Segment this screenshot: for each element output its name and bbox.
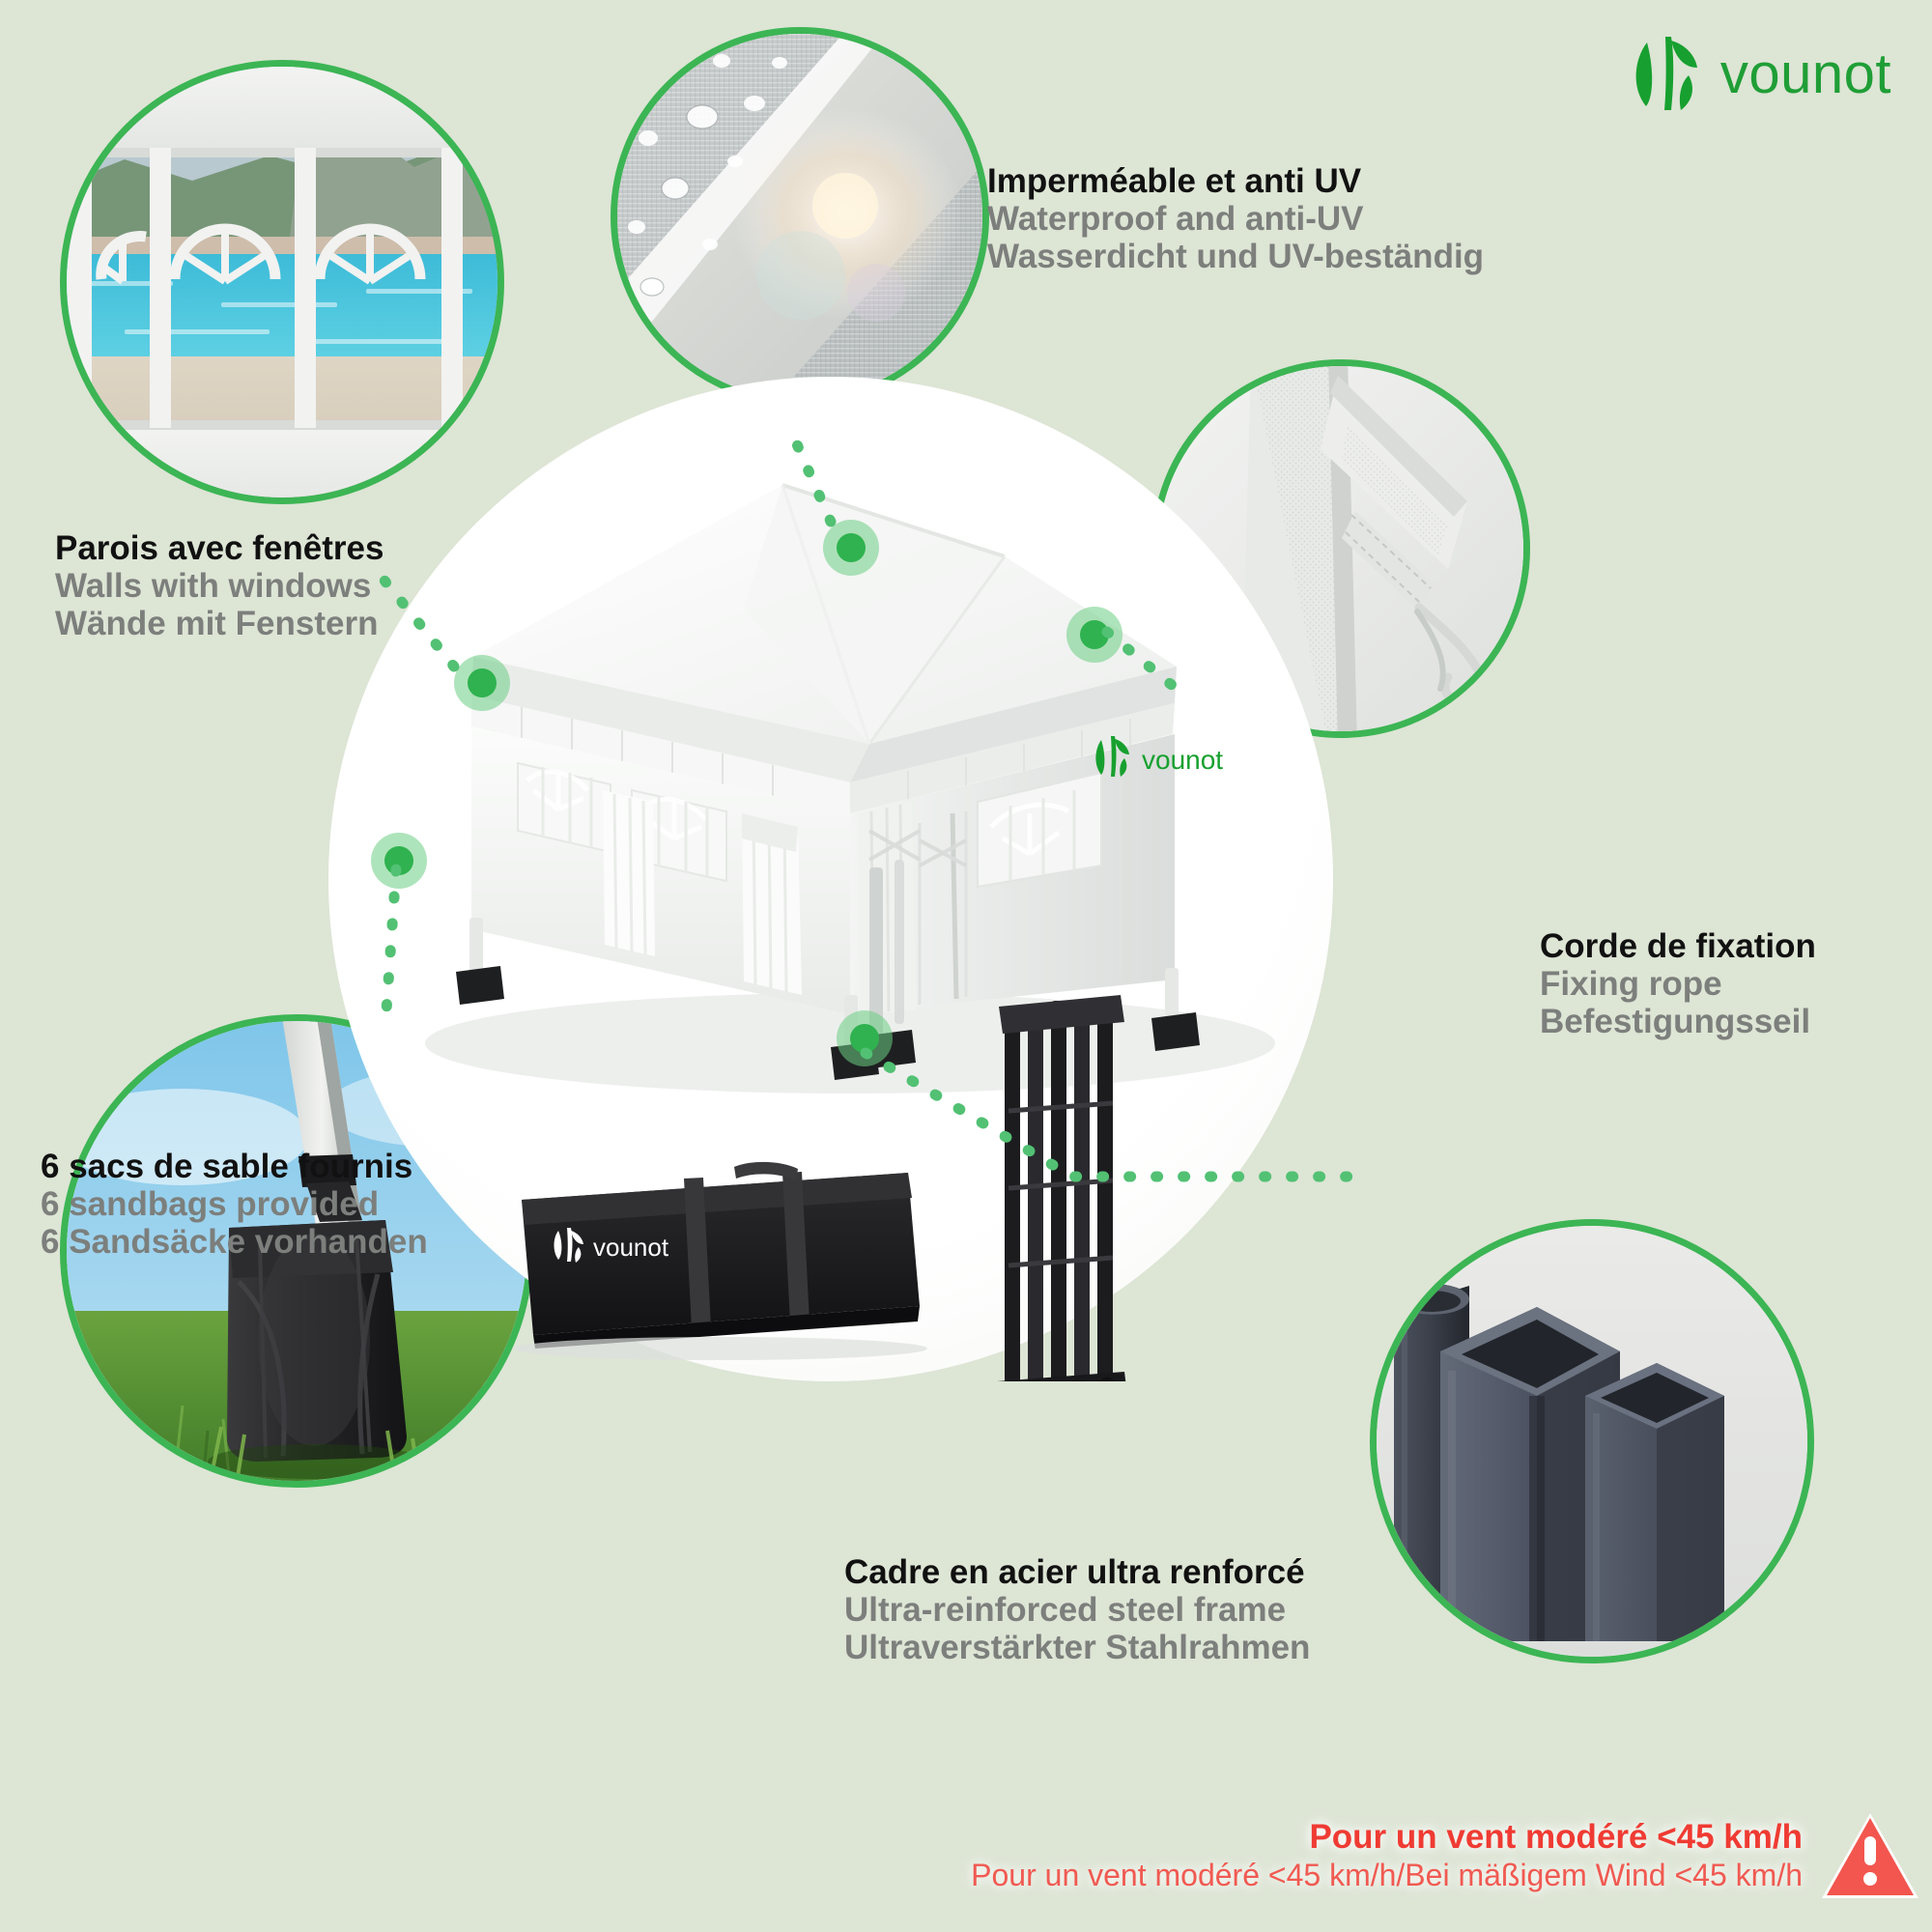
water-droplets-fabric-photo <box>617 34 982 399</box>
feature-line-en: Waterproof and anti-UV <box>987 200 1364 239</box>
feature-label-fixing-rope: Corde de fixation Fixing rope Befestigun… <box>1540 927 1816 1041</box>
hero-product-scene: vounot vounot <box>328 377 1333 1426</box>
hotspot-sandbags[interactable] <box>371 833 427 889</box>
feature-line-fr: 6 sacs de sable fournis <box>41 1148 413 1185</box>
feature-line-fr: Parois avec fenêtres <box>55 529 384 567</box>
feature-line-en: Ultra-reinforced steel frame <box>844 1591 1287 1630</box>
feature-line-en: Fixing rope <box>1540 965 1722 1004</box>
hotspot-fixing-rope[interactable] <box>1066 607 1122 663</box>
feature-line-fr: Imperméable et anti UV <box>987 162 1362 200</box>
feature-label-sandbags: 6 sacs de sable fournis 6 sandbags provi… <box>41 1148 428 1262</box>
callout-sandbag <box>60 1014 533 1488</box>
feature-line-en: 6 sandbags provided <box>41 1185 380 1224</box>
feature-label-walls-with-windows: Parois avec fenêtres Walls with windows … <box>55 529 384 643</box>
gazebo-tent-illustration: vounot vounot <box>425 477 1275 1426</box>
svg-text:vounot: vounot <box>593 1233 669 1262</box>
feature-line-de: Ultraverstärkter Stahlrahmen <box>844 1629 1311 1667</box>
feature-label-waterproof: Imperméable et anti UV Waterproof and an… <box>987 162 1484 276</box>
feature-line-de: Wände mit Fenstern <box>55 605 379 643</box>
fixing-rope-photo <box>1158 366 1523 731</box>
feature-line-de: Wasserdicht und UV-beständig <box>987 238 1485 276</box>
svg-text:vounot: vounot <box>1142 745 1223 775</box>
vounot-leaf-icon <box>1635 37 1697 110</box>
wind-warning-line1: Pour un vent modéré <45 km/h <box>1309 1818 1803 1857</box>
feature-line-fr: Corde de fixation <box>1540 927 1816 965</box>
brand-name: vounot <box>1719 42 1891 105</box>
feature-line-de: 6 Sandsäcke vorhanden <box>41 1223 428 1262</box>
hotspot-windows[interactable] <box>454 655 510 711</box>
feature-line-de: Befestigungsseil <box>1540 1003 1811 1041</box>
callout-walls-with-windows <box>60 60 504 504</box>
callout-steel-frame <box>1370 1219 1814 1663</box>
hotspot-steel-frame[interactable] <box>837 1010 893 1066</box>
feature-line-en: Walls with windows <box>55 567 372 606</box>
callout-waterproof <box>611 27 989 406</box>
hotspot-waterproof[interactable] <box>823 520 879 576</box>
brand-logo: vounot <box>1628 33 1891 114</box>
warning-triangle-icon <box>1822 1813 1918 1898</box>
wind-warning: Pour un vent modéré <45 km/h Pour un ven… <box>580 1793 1922 1918</box>
feature-label-steel-frame: Cadre en acier ultra renforcé Ultra-rein… <box>844 1553 1310 1667</box>
sandbag-photo <box>67 1021 526 1481</box>
wind-warning-line2: Pour un vent modéré <45 km/h/Bei mäßigem… <box>971 1857 1803 1892</box>
steel-tubes-photo <box>1377 1226 1807 1657</box>
feature-line-fr: Cadre en acier ultra renforcé <box>844 1553 1305 1591</box>
window-wall-photo <box>67 67 497 497</box>
